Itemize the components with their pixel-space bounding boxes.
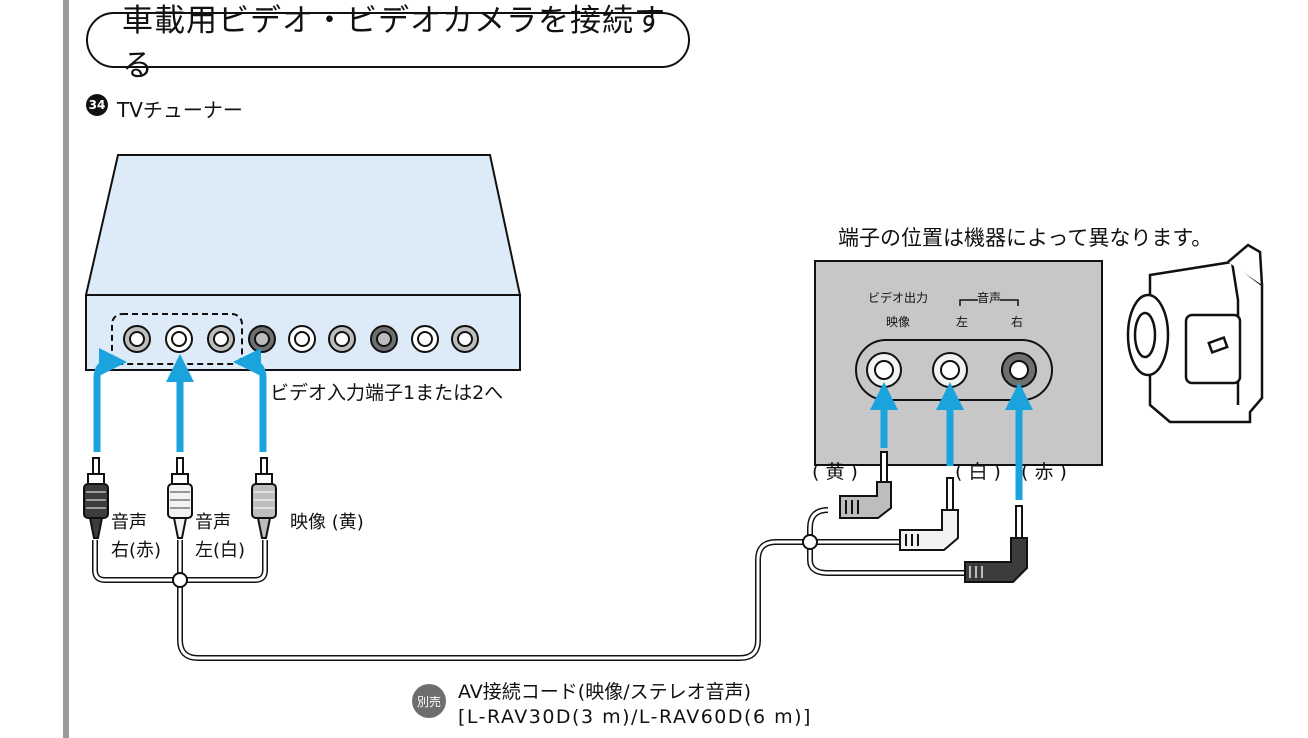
rca-port-4 (248, 325, 276, 353)
rca-port-3 (207, 325, 235, 353)
rca-port-1 (123, 325, 151, 353)
camcorder-illustration (1126, 243, 1264, 424)
plug-label-white: ( 白 ) (955, 461, 1001, 483)
mini-plug-red (964, 505, 1028, 583)
av-cord (92, 507, 965, 661)
panel-label-video-out: ビデオ出力 (868, 290, 928, 305)
camera-terminal-panel: ビデオ出力 映像 音声 左 右 (814, 260, 1103, 466)
panel-label-audio: 音声 (977, 290, 1001, 305)
rca-port-8 (411, 325, 439, 353)
plug-label-right-2: 右(赤) (111, 540, 161, 561)
rca-port-2 (165, 325, 193, 353)
page-side-bar (63, 0, 69, 738)
rca-port-6 (328, 325, 356, 353)
camera-insert-arrows (870, 382, 1033, 500)
panel-label-video: 映像 (886, 315, 910, 329)
plug-label-video: 映像 (黄) (290, 512, 364, 533)
plug-label-red: ( 赤 ) (1021, 461, 1067, 483)
tuner-port-label: ビデオ入力端子1または2へ (270, 382, 503, 404)
plug-label-yellow: ( 黄 ) (812, 461, 858, 483)
plug-label-left-2: 左(白) (195, 540, 245, 561)
terminal-position-note: 端子の位置は機器によって異なります。 (838, 226, 1213, 250)
section-title-text: 車載用ビデオ・ビデオカメラを接続する (122, 3, 666, 84)
rca-port-9 (451, 325, 479, 353)
mini-plug-yellow (839, 451, 892, 519)
camera-jack-right (1001, 352, 1037, 388)
rca-port-5 (288, 325, 316, 353)
section-title: 車載用ビデオ・ビデオカメラを接続する (86, 3, 690, 84)
plug-label-right-1: 音声 (111, 512, 147, 533)
rca-plug-red (83, 457, 109, 539)
tuner-insert-arrows (93, 348, 267, 452)
mini-plug-white (899, 477, 959, 551)
rca-plug-yellow (251, 457, 277, 539)
panel-label-right: 右 (1011, 314, 1023, 329)
rca-plug-white (167, 457, 193, 539)
cord-model: [L-RAV30D(3 m)/L-RAV60D(6 m)] (458, 706, 812, 728)
plug-label-left-1: 音声 (195, 512, 231, 533)
camera-jack-video (866, 352, 902, 388)
step-number-badge: 34 (86, 94, 108, 116)
sold-separately-badge: 別売 (412, 684, 446, 718)
camera-jack-left (932, 352, 968, 388)
rca-port-7 (370, 325, 398, 353)
panel-label-left: 左 (956, 314, 968, 329)
cord-name: AV接続コード(映像/ステレオ音声) (458, 681, 752, 703)
step-label: TVチューナー (117, 98, 243, 122)
tv-tuner-device (84, 154, 522, 371)
